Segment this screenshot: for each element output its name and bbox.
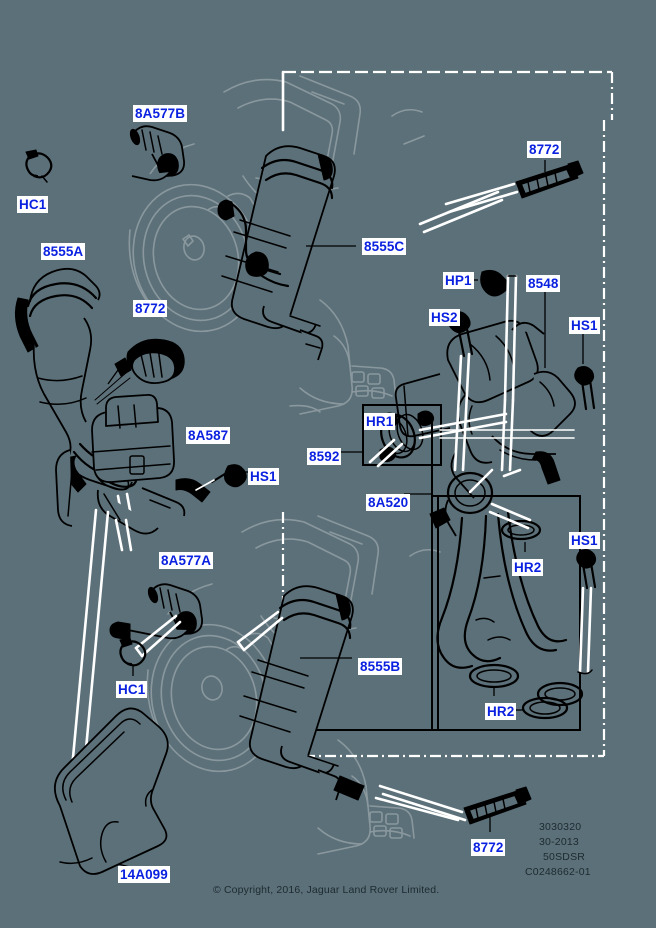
part-8a577b bbox=[129, 125, 185, 182]
callout-hr2-bottom[interactable]: HR2 bbox=[485, 703, 517, 720]
part-8772-bottom bbox=[333, 775, 532, 832]
part-hr2-assembly bbox=[429, 468, 584, 720]
callout-8592[interactable]: 8592 bbox=[307, 448, 342, 465]
callout-8a577a[interactable]: 8A577A bbox=[159, 552, 214, 569]
callout-8a587[interactable]: 8A587 bbox=[186, 427, 231, 444]
reference-line-drawing-no: 3030320 bbox=[539, 821, 582, 833]
callout-8772-top[interactable]: 8772 bbox=[527, 141, 562, 158]
part-hc1-top bbox=[25, 149, 53, 183]
callout-hp1[interactable]: HP1 bbox=[443, 272, 474, 289]
callout-8555b[interactable]: 8555B bbox=[358, 658, 403, 675]
callout-8555a[interactable]: 8555A bbox=[41, 243, 86, 260]
part-hp1 bbox=[472, 269, 518, 472]
callout-hr1[interactable]: HR1 bbox=[364, 413, 396, 430]
part-8548 bbox=[394, 290, 576, 499]
callout-8a577b[interactable]: 8A577B bbox=[133, 105, 188, 122]
callout-hs1-mid[interactable]: HS1 bbox=[569, 532, 600, 549]
callout-8a520[interactable]: 8A520 bbox=[366, 494, 411, 511]
part-8a587 bbox=[55, 394, 211, 794]
part-hs1-mid bbox=[576, 546, 597, 675]
reference-line-sheet-id: C0248662-01 bbox=[525, 866, 591, 878]
callout-hc1-bottom[interactable]: HC1 bbox=[116, 681, 148, 698]
reference-block: 3030320 30-2013 50SDSR C0248662-01 bbox=[525, 820, 591, 880]
callout-8548[interactable]: 8548 bbox=[526, 275, 561, 292]
part-hc1-bottom bbox=[119, 637, 147, 676]
reference-line-code: 50SDSR bbox=[543, 851, 586, 863]
part-8555b bbox=[236, 585, 354, 801]
callout-8555c[interactable]: 8555C bbox=[362, 238, 407, 255]
callout-hs1-left[interactable]: HS1 bbox=[248, 468, 279, 485]
copyright-notice: © Copyright, 2016, Jaguar Land Rover Lim… bbox=[213, 884, 440, 896]
callout-8772-left[interactable]: 8772 bbox=[133, 300, 168, 317]
callout-hc1-top[interactable]: HC1 bbox=[17, 196, 49, 213]
callout-hr2-top[interactable]: HR2 bbox=[512, 559, 544, 576]
part-14a099 bbox=[54, 707, 169, 875]
callout-hs2[interactable]: HS2 bbox=[429, 309, 460, 326]
reference-line-date: 30-2013 bbox=[539, 836, 579, 848]
inset-8a520 bbox=[284, 418, 581, 731]
ghost-engine-upper bbox=[128, 75, 425, 415]
callout-14a099[interactable]: 14A099 bbox=[118, 866, 170, 883]
part-8a577a bbox=[109, 583, 203, 658]
callout-hs1-right[interactable]: HS1 bbox=[569, 317, 600, 334]
part-8772-top bbox=[444, 160, 584, 214]
part-8555c bbox=[217, 145, 504, 361]
part-hs1-right bbox=[574, 332, 596, 411]
callout-8772-bottom[interactable]: 8772 bbox=[471, 839, 506, 856]
part-8772-left bbox=[94, 338, 185, 405]
part-hs1-left bbox=[195, 464, 250, 491]
